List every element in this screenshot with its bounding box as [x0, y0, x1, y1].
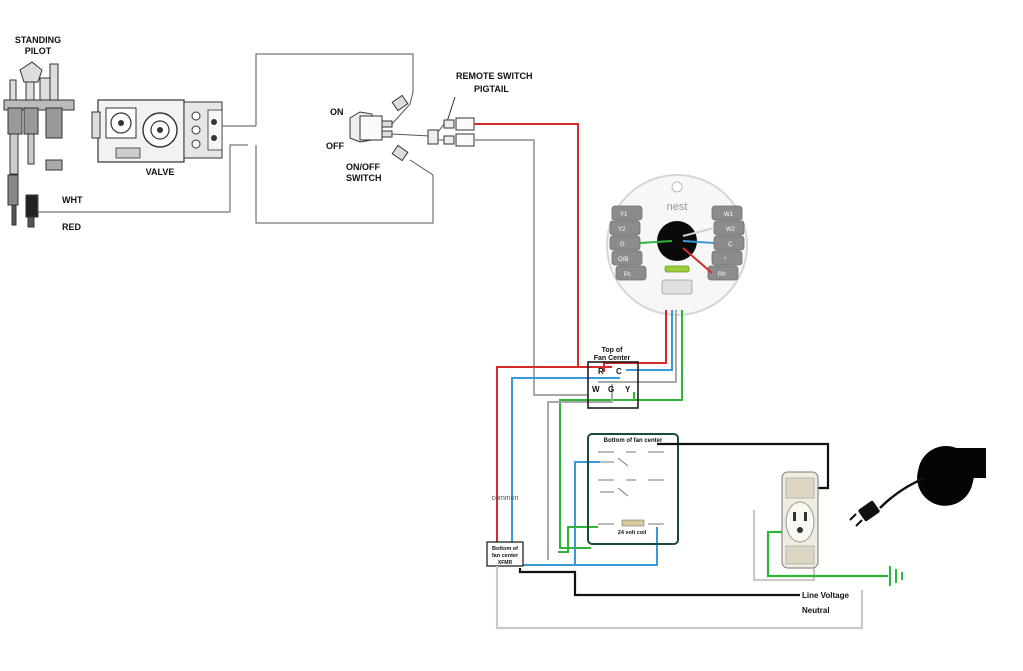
- pilot-label-line2: PILOT: [25, 46, 52, 56]
- wire-line-voltage: [518, 568, 800, 597]
- xfmr-outline: [486, 541, 524, 567]
- on-label: ON: [330, 107, 344, 117]
- terminal-y-label: Y: [625, 385, 631, 394]
- onoff-label-line1: ON/OFF: [346, 162, 380, 172]
- pigtail-connector-icon: [427, 117, 475, 147]
- wire-blue-to-xfmr: [511, 377, 620, 544]
- remote-switch-label-line2: PIGTAIL: [474, 84, 509, 94]
- coil-icon: [621, 519, 645, 527]
- nest-terminal-ob: O/B: [618, 257, 628, 263]
- nest-right-terminal-block: [707, 205, 745, 281]
- top-of-fan-center-line1: Top of: [602, 347, 624, 354]
- wire-red-switch: [474, 123, 612, 368]
- line-voltage-label: Line Voltage: [802, 591, 850, 600]
- wire-ground-green: [766, 530, 888, 578]
- low-voltage-wires: [474, 123, 683, 566]
- nest-terminal-w2: W2: [726, 227, 736, 233]
- nest-right-terminal-labels: W1 W2 C * Rh: [718, 212, 736, 278]
- nest-left-terminal-block: [609, 205, 647, 281]
- nest-terminal-y1: Y1: [620, 212, 628, 218]
- bottom-of-fan-center-label: Bottom of fan center: [604, 438, 663, 444]
- wire-black-to-outlet: [657, 442, 830, 490]
- xfmr-label-line1: Bottom of: [492, 546, 518, 552]
- xfmr-box: Bottom of fan center XFMR common: [486, 495, 524, 567]
- duplex-outlet-icon: [781, 471, 819, 569]
- wire-gray-nest: [598, 310, 677, 383]
- wire-blue-relay-bottom: [520, 527, 658, 566]
- wire-green-nest: [633, 310, 683, 401]
- wire-neutral-lower: [495, 566, 864, 630]
- wire-green-to-relay: [559, 398, 635, 549]
- line-voltage-wires: [495, 442, 888, 630]
- top-of-fan-center-line2: Fan Center: [594, 355, 631, 362]
- wht-label: WHT: [62, 195, 83, 205]
- wire-red-to-xfmr: [496, 366, 590, 544]
- wire-blue-nest: [626, 310, 673, 371]
- red-label: RED: [62, 222, 82, 232]
- fan-center-top: Top of Fan Center R C W G Y: [587, 347, 639, 409]
- wire-green-coil: [558, 526, 598, 553]
- terminal-c-label: C: [616, 367, 622, 376]
- wire-blue-relay-left: [574, 461, 600, 565]
- nest-thermostat-base: nest Y1 Y2 G O/B Pc W1 W2 C *: [606, 174, 748, 316]
- nest-terminal-g: G: [620, 242, 625, 248]
- onoff-switch-assembly: ON OFF ON/OFF SWITCH REMOTE SWITCH PIGTA…: [255, 53, 533, 224]
- nest-brand-label: nest: [667, 201, 688, 213]
- blower-cord: [879, 476, 926, 509]
- xfmr-tag: XFMR: [498, 560, 513, 566]
- wht-wire: [37, 144, 248, 213]
- spade-connector-bottom: [391, 144, 409, 162]
- nest-bubble-level-icon: [664, 265, 690, 273]
- nest-left-terminal-labels: Y1 Y2 G O/B Pc: [618, 212, 631, 278]
- valve-label: VALVE: [146, 167, 175, 177]
- common-label: common: [492, 495, 519, 502]
- gas-valve: VALVE: [91, 99, 256, 177]
- wire-gray-drop: [547, 384, 613, 560]
- wire-gray-switch: [474, 139, 588, 396]
- xfmr-label-line2: fan center: [492, 553, 519, 559]
- nest-terminal-pc: Pc: [624, 272, 631, 278]
- nest-terminal-rh: Rh: [718, 272, 726, 278]
- pilot-burner-icon: [3, 61, 75, 228]
- spade-connector-top: [391, 94, 409, 112]
- nest-terminal-y2: Y2: [618, 227, 626, 233]
- onoff-label-line2: SWITCH: [346, 173, 382, 183]
- off-label: OFF: [326, 141, 344, 151]
- terminal-g-label: G: [608, 385, 614, 394]
- terminal-r-label: R: [598, 367, 604, 376]
- relay-box: [587, 433, 679, 545]
- fan-center-bottom-relay: Bottom of fan center 24 volt coil: [587, 433, 679, 545]
- nest-terminal-w1: W1: [724, 212, 734, 218]
- power-plug-icon: [849, 500, 880, 527]
- nest-terminal-c: C: [728, 242, 733, 248]
- blower-fan-icon: [917, 446, 986, 506]
- wire-red-nest: [603, 310, 667, 372]
- twenty-four-volt-coil-label: 24 volt coil: [618, 530, 647, 536]
- nest-connector-icon: [661, 279, 693, 295]
- remote-switch-label-line1: REMOTE SWITCH: [456, 71, 533, 81]
- ground-symbol-icon: [889, 566, 903, 586]
- neutral-label: Neutral: [802, 606, 830, 615]
- relay-contacts-icon: [598, 451, 664, 525]
- standing-pilot-assembly: STANDING PILOT WHT RED: [3, 35, 248, 232]
- standing-label-line1: STANDING: [15, 35, 61, 45]
- terminal-w-label: W: [592, 385, 600, 394]
- nest-terminal-star: *: [724, 257, 727, 263]
- fan-center-terminal-box: [587, 361, 639, 409]
- rocker-switch-icon: [349, 111, 393, 143]
